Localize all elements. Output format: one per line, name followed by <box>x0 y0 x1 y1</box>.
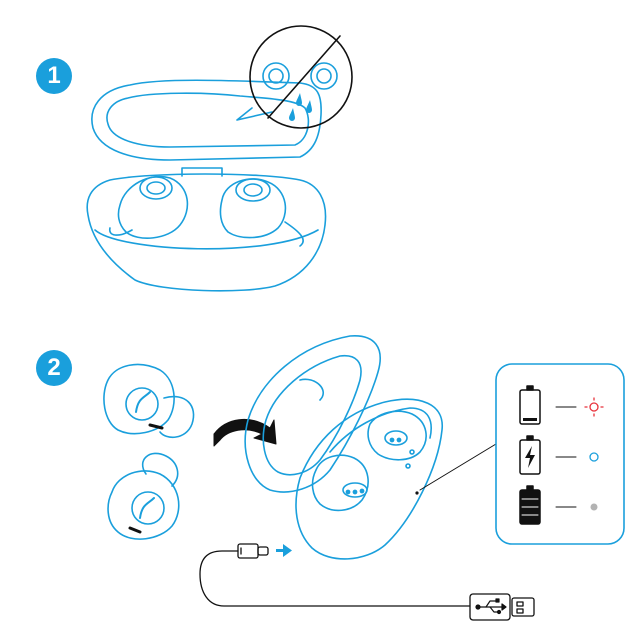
case-base <box>86 173 327 292</box>
earbud-top-step2 <box>103 363 195 439</box>
case-led <box>415 491 419 495</box>
step-1-badge: 1 <box>36 58 72 94</box>
case-lid-inner <box>106 92 310 148</box>
no-water-callout <box>249 25 353 129</box>
no-water-icon <box>262 62 338 121</box>
earbud-bottom-step2 <box>107 452 180 540</box>
led-off <box>590 503 598 511</box>
led-red-blinking <box>584 397 604 417</box>
case-base-rim <box>94 229 319 250</box>
no-water-strike <box>267 35 341 119</box>
case-lid <box>91 79 322 161</box>
battery-charging-icon <box>519 435 541 475</box>
usb-icon <box>475 598 507 615</box>
case-lid-edge <box>299 378 324 401</box>
earbud-slot-right <box>367 410 427 461</box>
battery-low-icon <box>519 385 541 425</box>
usb-c-plug <box>237 543 269 559</box>
charging-case-open <box>244 335 443 560</box>
charging-case-step1 <box>86 25 353 292</box>
battery-full-icon <box>519 485 541 525</box>
earbud-left-in-case <box>108 175 189 239</box>
led-status-panel <box>495 363 625 545</box>
case-base-open <box>295 398 443 560</box>
rotate-arrow-icon <box>213 418 277 447</box>
earbud-slot-left <box>311 454 369 512</box>
case-led-dot <box>409 449 415 455</box>
led-blue <box>589 452 599 462</box>
charging-cable <box>199 550 471 607</box>
led-callout-line <box>419 443 497 491</box>
step-2-badge: 2 <box>36 350 72 386</box>
case-hinge <box>181 167 223 177</box>
earbud-right-in-case <box>219 178 304 247</box>
case-lid-open-inner <box>262 354 362 476</box>
plug-in-arrow <box>276 544 292 557</box>
usb-a-plug <box>469 593 535 621</box>
case-lid-open <box>244 335 381 493</box>
case-base-open-top <box>329 407 432 453</box>
